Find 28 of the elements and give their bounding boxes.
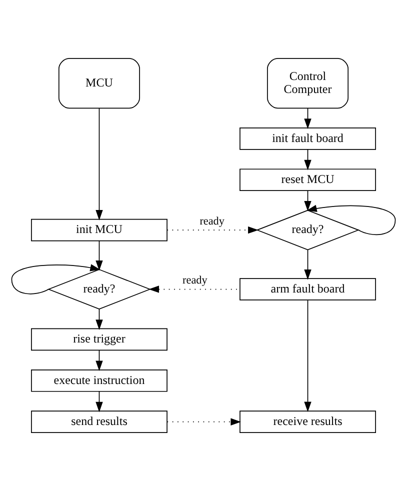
arrow: [11, 264, 101, 294]
arrow: [304, 148, 312, 170]
node-diamond: ready?: [47, 268, 152, 309]
arrow: [96, 390, 103, 412]
arrow: [306, 204, 396, 235]
edge-label: ready: [182, 274, 208, 286]
edge-label: ready: [200, 214, 224, 227]
node-box: init MCU: [31, 218, 168, 241]
node-box: init fault board: [240, 127, 376, 150]
arrow: [96, 108, 103, 220]
node-box: Control Computer: [267, 58, 349, 108]
arrow: [166, 418, 241, 425]
arrow: [96, 240, 103, 270]
arrow: [166, 226, 258, 234]
arrow: [304, 108, 312, 128]
node-box: execute instruction: [31, 369, 168, 392]
arrow: [96, 308, 103, 330]
node-box: MCU: [58, 58, 140, 108]
node-diamond: ready?: [256, 209, 360, 250]
node-box: rise trigger: [31, 328, 168, 350]
node-box: arm fault board: [240, 278, 376, 300]
arrow: [96, 349, 103, 370]
node-box: receive results: [240, 410, 376, 432]
node-box: reset MCU: [240, 168, 376, 191]
node-box: send results: [31, 410, 168, 432]
arrow: [304, 190, 312, 211]
arrow: [304, 299, 312, 412]
arrow: [304, 249, 312, 280]
